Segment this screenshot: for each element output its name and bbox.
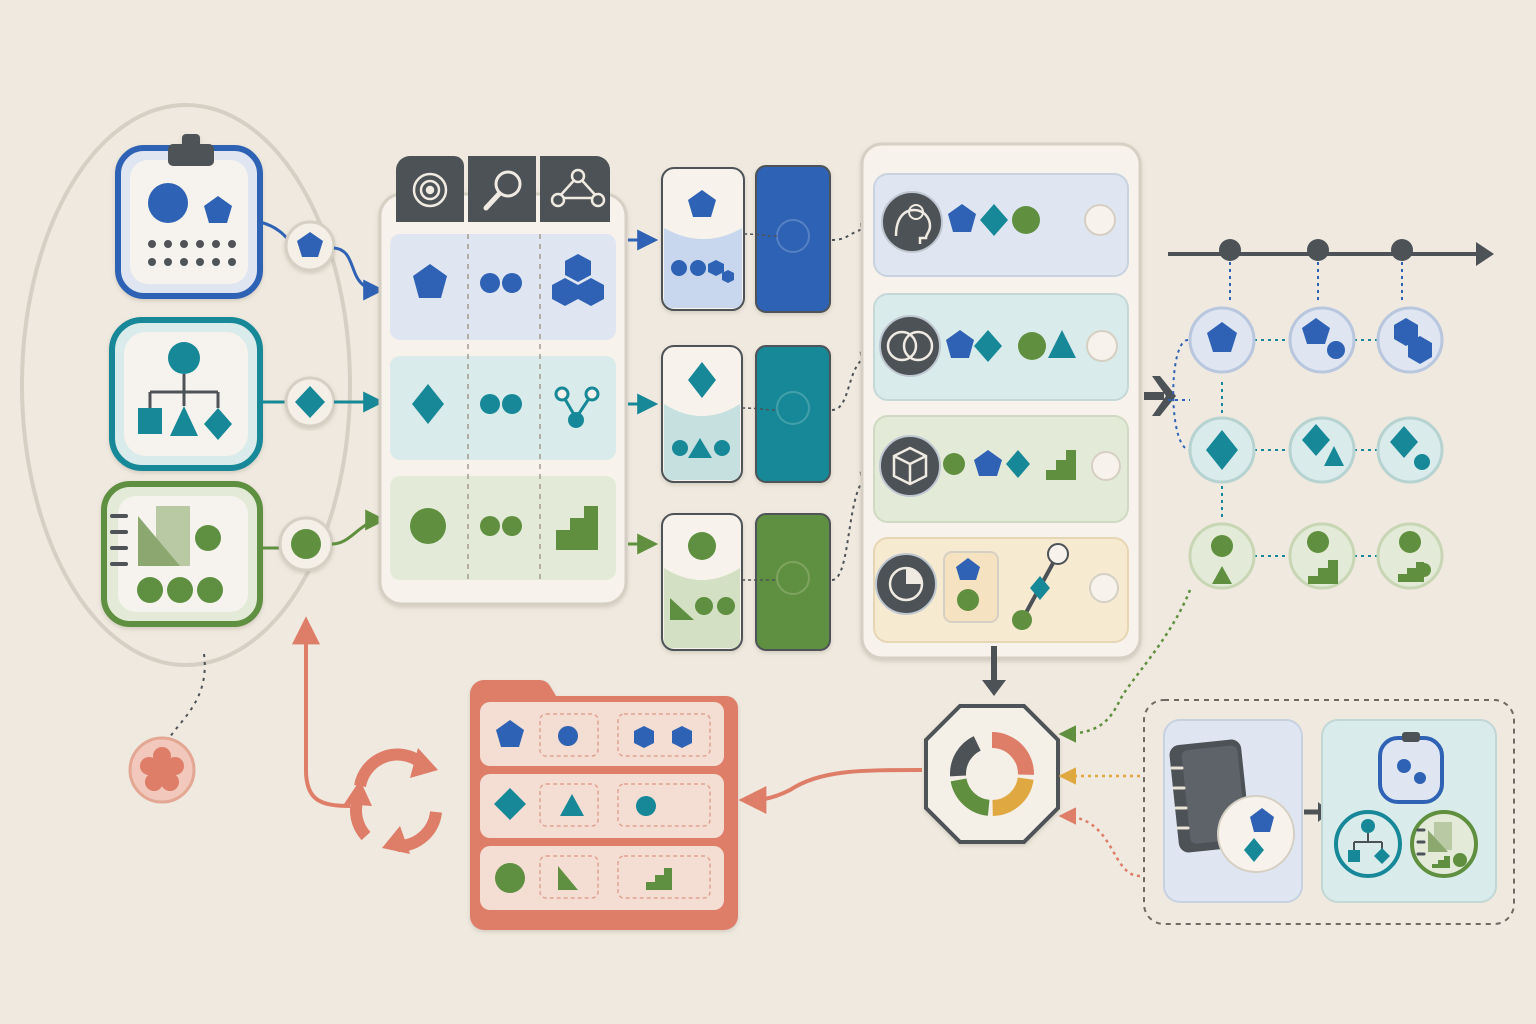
timeline-node[interactable] (1307, 239, 1329, 261)
timeline-node[interactable] (1219, 239, 1241, 261)
source-card-notebook[interactable] (101, 481, 263, 627)
branch-shape (554, 386, 600, 428)
token-diamond-connector (260, 376, 385, 428)
store-row-green[interactable] (480, 846, 724, 910)
flower-link (167, 653, 206, 741)
pie-chart-icon (875, 553, 937, 615)
grid-node-blue-3[interactable] (1376, 306, 1444, 374)
circle-shape (410, 508, 446, 544)
table-row-blue[interactable] (390, 234, 616, 340)
analysis-panel (860, 142, 1176, 696)
library-box (1143, 699, 1515, 925)
grid-node-teal-3[interactable] (1376, 416, 1444, 484)
grid-node-blue-1[interactable] (1188, 306, 1256, 374)
clipboard-icon (168, 134, 214, 166)
network-icon (550, 168, 606, 208)
arrow-hub-to-store (738, 768, 923, 814)
result-grid (1168, 306, 1444, 590)
thought-head-icon (881, 191, 943, 253)
analysis-row-thought[interactable] (873, 173, 1129, 277)
arrow-library-to-hub-coral (1058, 807, 1141, 878)
store-row-blue[interactable] (480, 702, 724, 766)
card-teal-sample[interactable] (661, 345, 743, 483)
notebook-icon (110, 506, 223, 603)
grid-node-green-1[interactable] (1188, 522, 1256, 590)
teal-card-link (741, 407, 779, 411)
card-blue-sample[interactable] (661, 167, 745, 311)
hierarchy-icon (138, 342, 232, 440)
category-table (378, 156, 659, 606)
table-header-target[interactable] (396, 156, 464, 222)
grid-node-teal-2[interactable] (1288, 416, 1356, 484)
analysis-row-cube[interactable] (873, 415, 1129, 523)
clipboard-pentagon-shape (204, 196, 232, 223)
diamond-shape (412, 384, 444, 424)
card-green-sample[interactable] (661, 513, 743, 651)
analysis-row-overlap[interactable] (873, 293, 1129, 401)
token-pentagon-connector (259, 220, 385, 301)
target-icon (412, 172, 448, 208)
magnifier-icon (483, 170, 522, 211)
analysis-row-pie[interactable] (873, 537, 1129, 643)
token-circle-connector (260, 509, 387, 572)
library-book-panel[interactable] (1163, 719, 1303, 903)
timeline-node[interactable] (1391, 239, 1413, 261)
source-card-hierarchy[interactable] (109, 317, 263, 471)
clipboard-dot-grid (148, 240, 236, 266)
grid-node-green-3[interactable] (1376, 522, 1444, 590)
table-row-teal[interactable] (390, 356, 616, 460)
clipboard-circle-shape (148, 183, 188, 223)
library-outline (1143, 699, 1515, 925)
staircase-shape (556, 506, 598, 550)
cube-icon (879, 435, 941, 497)
library-collection-panel[interactable] (1321, 719, 1497, 903)
card-blue-solid[interactable] (755, 165, 831, 313)
store-row-teal[interactable] (480, 774, 724, 838)
flower-icon[interactable] (128, 736, 196, 804)
timeline (1168, 239, 1494, 300)
column-separators (467, 234, 541, 580)
donut-chart-icon (950, 732, 1034, 816)
grid-node-blue-2[interactable] (1288, 306, 1356, 374)
card-teal-solid[interactable] (755, 345, 831, 483)
grid-node-green-2[interactable] (1288, 522, 1356, 590)
source-group-outline (20, 103, 352, 667)
store-folder[interactable] (470, 680, 738, 930)
pentagon-shape (413, 264, 447, 298)
card-pairs (661, 165, 873, 651)
card-green-solid[interactable] (755, 513, 831, 651)
source-card-clipboard[interactable] (115, 134, 263, 299)
blue-card-link (743, 233, 779, 237)
refresh-cycle-icon[interactable] (344, 748, 442, 854)
source-group (20, 103, 387, 804)
table-row-green[interactable] (390, 476, 616, 580)
grid-node-teal-1[interactable] (1188, 416, 1256, 484)
arrow-grid-to-hub (1058, 589, 1192, 743)
table-header-network[interactable] (540, 156, 610, 222)
overlap-circles-icon (879, 315, 941, 377)
feedback-loop (292, 616, 923, 854)
link-segment-icon (1012, 543, 1069, 630)
hexagon-cluster-shape (552, 254, 604, 306)
hub[interactable] (924, 704, 1060, 844)
table-header-search[interactable] (468, 156, 536, 222)
